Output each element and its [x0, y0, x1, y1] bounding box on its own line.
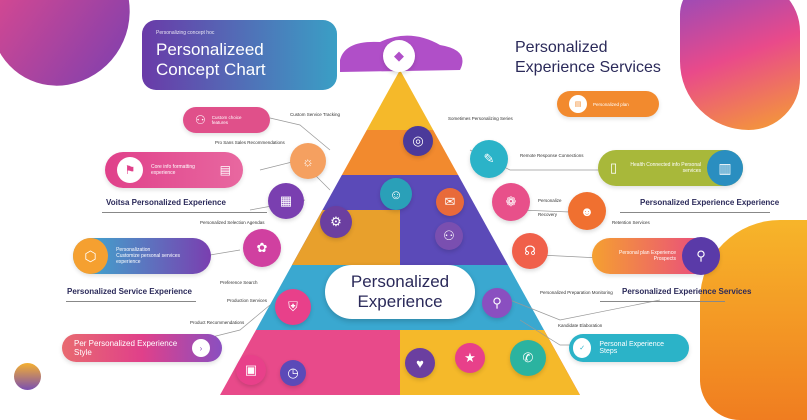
- pyramid-circle-chat-icon: ✉: [436, 188, 464, 216]
- right-circle-bag-icon: ✎: [470, 140, 508, 178]
- clipboard-icon: ▤: [569, 95, 587, 113]
- pyramid-circle-clock-icon: ◷: [280, 360, 306, 386]
- note: Recovery: [538, 212, 558, 217]
- divider: [66, 301, 196, 302]
- decor-blob-top-right: [680, 0, 800, 130]
- note: Pro Sans Sales Recommendations: [215, 140, 285, 145]
- pyramid-circle-doc-icon: ▣: [236, 355, 266, 385]
- book-icon: ▥: [707, 150, 743, 186]
- left-circle-calendar-icon: ▦: [268, 183, 304, 219]
- note: Remote Response Connections: [520, 153, 584, 158]
- right-pill-2: ▯Health Connected info Personal services…: [598, 150, 743, 186]
- pyramid-circle-shield-icon: ⛨: [275, 289, 311, 325]
- right-label-2: Personalized Experience Services: [622, 287, 752, 296]
- left-circle-puzzle-icon: ✿: [243, 229, 281, 267]
- left-label-1: Voitsa Personalized Experience: [106, 198, 226, 207]
- note: Preference Search: [220, 280, 258, 285]
- pyramid-circle-target-icon: ◎: [403, 126, 433, 156]
- pyramid-circle-search-icon: ⚲: [482, 288, 512, 318]
- left-label-2: Personalized Service Experience: [67, 287, 192, 296]
- team-icon: ⚇: [195, 113, 206, 127]
- pyramid-band-3b: [220, 210, 400, 265]
- pyramid-circle-phone-icon: ✆: [510, 340, 546, 376]
- right-circle-headset-icon: ☊: [512, 233, 548, 269]
- note: Personalize: [538, 198, 562, 203]
- decor-dot: [14, 363, 41, 390]
- note: Personalized Preparation Monitoring: [540, 290, 613, 295]
- left-pill-4[interactable]: Per Personalized Experience Style›: [62, 334, 222, 362]
- divider: [102, 212, 267, 213]
- divider: [620, 212, 770, 213]
- note: Personalized Selection Agendas: [200, 220, 265, 225]
- note: Kandidate Elaboration: [558, 323, 603, 328]
- location-icon: ⚑: [117, 157, 143, 183]
- note: Product Recommendations: [190, 320, 245, 325]
- right-pill-3: Personal plan Experience Prospects⚲: [592, 237, 720, 275]
- pyramid-circle-star-icon: ★: [455, 343, 485, 373]
- note: Sometimes Personalizing Series: [448, 116, 513, 121]
- arrow-icon: ›: [192, 339, 210, 357]
- tool-icon: ✓: [573, 338, 592, 358]
- document-icon: ▤: [219, 163, 231, 177]
- right-pill-4[interactable]: ✓Personal Experience Steps: [569, 334, 689, 362]
- right-circle-globe-icon: ❁: [492, 183, 530, 221]
- title-subtitle: Personalizing concept hoc: [156, 30, 215, 36]
- idea-icon: ⚲: [682, 237, 720, 275]
- box-icon: ⬡: [73, 238, 109, 274]
- pyramid-circle-gear-icon: ⚙: [320, 206, 352, 238]
- left-circle-sun-icon: ☼: [290, 143, 326, 179]
- pyramid-circle-people-icon: ⚇: [435, 222, 463, 250]
- right-label-1: Personalized Experience Experience: [640, 198, 780, 207]
- note: Production Services: [227, 298, 268, 303]
- pyramid-circle-user-icon: ☺: [380, 178, 412, 210]
- left-pill-1: ⚇Custom choice features: [183, 107, 270, 133]
- note: Retention Services: [612, 220, 650, 225]
- right-circle-person-icon: ☻: [568, 192, 606, 230]
- bottle-icon: ▯: [610, 160, 618, 175]
- cube-icon: ◆: [383, 40, 415, 72]
- divider: [600, 301, 725, 302]
- note: Custom Service Tracking: [290, 112, 341, 117]
- pyramid-circle-heart-icon: ♥: [405, 348, 435, 378]
- left-pill-2: ⚑Core info formatting experience▤: [105, 152, 243, 188]
- right-pill-1: ▤Personalized plan: [557, 91, 659, 117]
